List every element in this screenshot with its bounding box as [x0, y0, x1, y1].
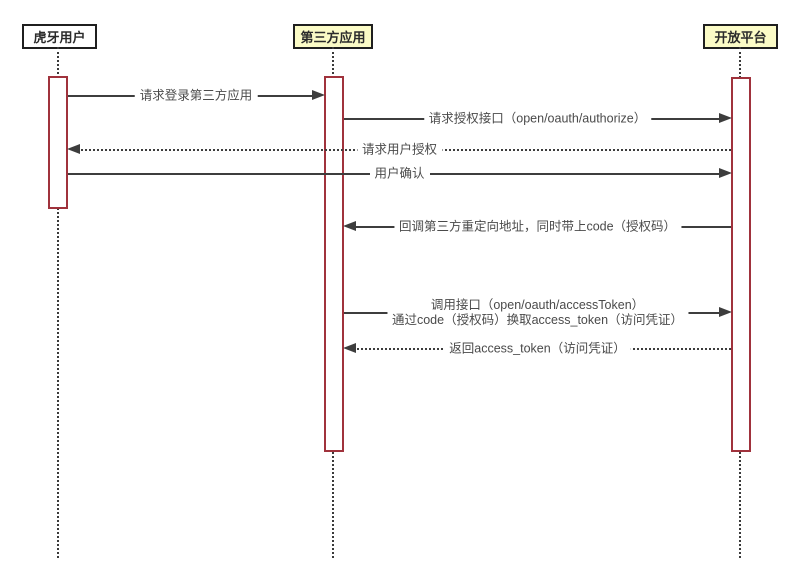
arrowhead-left-icon — [343, 343, 356, 353]
message-label: 返回access_token（访问凭证） — [444, 341, 631, 357]
arrowhead-right-icon — [719, 113, 732, 123]
arrowhead-left-icon — [343, 221, 356, 231]
message-label: 请求用户授权 — [356, 142, 443, 158]
arrowhead-right-icon — [312, 90, 325, 100]
message-label: 用户确认 — [369, 166, 430, 182]
message-label: 回调第三方重定向地址，同时带上code（授权码） — [393, 219, 682, 235]
actor-third-party-app: 第三方应用 — [293, 24, 373, 49]
arrowhead-left-icon — [67, 144, 80, 154]
actor-huya-user: 虎牙用户 — [22, 24, 97, 49]
message-label-line2: 通过code（授权码）换取access_token（访问凭证） — [391, 313, 684, 327]
arrowhead-right-icon — [719, 168, 732, 178]
message-label: 调用接口（open/oauth/accessToken） 通过code（授权码）… — [386, 298, 689, 328]
activation-bar-open-platform — [731, 77, 751, 452]
message-label-line1: 调用接口（open/oauth/accessToken） — [430, 298, 645, 312]
message-label: 请求登录第三方应用 — [134, 88, 258, 104]
arrowhead-right-icon — [719, 307, 732, 317]
activation-bar-third-party-app — [324, 76, 344, 452]
lifeline-huya-user — [57, 47, 59, 558]
actor-open-platform: 开放平台 — [703, 24, 778, 49]
activation-bar-huya-user — [48, 76, 68, 209]
message-label: 请求授权接口（open/oauth/authorize） — [423, 111, 652, 127]
